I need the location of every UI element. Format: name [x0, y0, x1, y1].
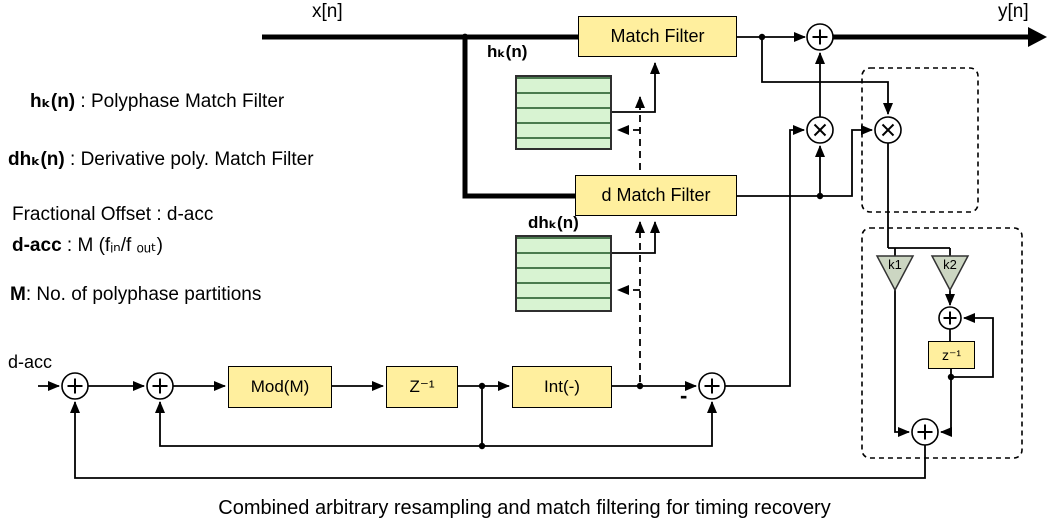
ted-multiplier [874, 116, 902, 144]
junction-dot [478, 442, 486, 450]
legend-text: Fractional Offset : d-acc [12, 204, 214, 225]
output-adder [806, 23, 834, 51]
legend-line-dacc: d-acc : M (fᵢₙ/f ₒᵤₜ) [12, 234, 163, 257]
operators [61, 23, 962, 446]
junction-dot [816, 192, 824, 200]
plus-sign [67, 378, 83, 394]
figure-caption: Combined arbitrary resampling and match … [218, 497, 831, 519]
junction-dot [758, 33, 766, 41]
legend-line-hk: hₖ(n) : Polyphase Match Filter [30, 90, 284, 113]
dhk-bank-label: dhₖ(n) [528, 213, 579, 232]
match-filter-block: Match Filter [578, 16, 737, 57]
junction-dot [947, 373, 955, 381]
dacc-adder-1 [61, 372, 89, 400]
output-signal-label: y[n] [998, 1, 1029, 22]
ted-dashed-box [861, 67, 979, 213]
fraction-adder [698, 372, 726, 400]
legend-text: : Derivative poly. Match Filter [64, 149, 314, 170]
integrator-adder [938, 306, 962, 330]
legend-term: hₖ(n) [30, 91, 76, 112]
z-delay-small-block: z⁻¹ [928, 341, 975, 369]
plus-sign [704, 378, 720, 394]
junction-dots [461, 33, 955, 450]
input-branch-wire [462, 37, 575, 199]
times-sign [813, 123, 827, 137]
zdelay-out-wire [940, 369, 952, 437]
legend-text: : M (fᵢₙ/f ₒᵤₜ) [61, 235, 163, 256]
junction-dot [636, 382, 644, 390]
legend-line-fractional-offset: Fractional Offset : d-acc [12, 204, 213, 226]
loop-filter-dashed-box [861, 227, 1023, 459]
hk-coefficient-bank [515, 75, 612, 150]
legend-text: : Polyphase Match Filter [75, 91, 285, 112]
loop-feedback-wire [70, 401, 926, 479]
legend-term: M [10, 284, 26, 305]
legend-term: d-acc [12, 235, 62, 256]
output-arrowhead [1028, 27, 1047, 47]
mod-m-block: Mod(M) [228, 366, 332, 408]
int-block: Int(-) [512, 366, 612, 408]
z-delay-block: Z⁻¹ [386, 366, 458, 408]
hk-bank-label: hₖ(n) [487, 42, 528, 61]
loop-output-adder [911, 418, 939, 446]
signal-wires [38, 32, 994, 479]
legend-text: : No. of polyphase partitions [25, 284, 262, 305]
mf-branch-wire [761, 37, 893, 115]
plus-sign [152, 378, 168, 394]
legend-term: dhₖ(n) [8, 149, 65, 170]
dacc-input-label: d-acc [8, 352, 53, 372]
gain-k1-label: k1 [888, 257, 902, 272]
legend-line-m: M: No. of polyphase partitions [10, 284, 261, 306]
junction-dot [478, 382, 486, 390]
gain-k1-triangle [875, 255, 915, 292]
integrator-feedback-wire [951, 313, 994, 378]
plus-sign [917, 424, 933, 440]
times-sign [881, 123, 895, 137]
input-signal-label: x[n] [312, 1, 343, 22]
legend-line-dhk: dhₖ(n) : Derivative poly. Match Filter [8, 148, 314, 171]
hk-coeff-wire [612, 62, 660, 113]
dashed-index-path [617, 96, 645, 382]
plus-sign [943, 311, 957, 325]
interp-multiplier [806, 116, 834, 144]
acc-feedback-right-wire [482, 401, 717, 447]
acc-feedback-left-wire [155, 401, 482, 447]
minus-sign-label: - [680, 383, 688, 408]
k1-out-wire [894, 290, 910, 437]
loop-split-wire [888, 247, 951, 256]
dhk-coefficient-bank [515, 235, 612, 312]
dacc-adder-2 [146, 372, 174, 400]
junction-dot [461, 33, 469, 41]
d-match-filter-block: d Match Filter [575, 175, 737, 216]
plus-sign [812, 29, 828, 45]
gain-k2-label: k2 [943, 257, 957, 272]
thick-signal-path [262, 34, 1028, 199]
fraction-wire [725, 125, 805, 387]
gain-k2-triangle [930, 255, 970, 292]
dhk-coeff-wire [612, 221, 660, 254]
dmf-out-wire [737, 125, 873, 197]
